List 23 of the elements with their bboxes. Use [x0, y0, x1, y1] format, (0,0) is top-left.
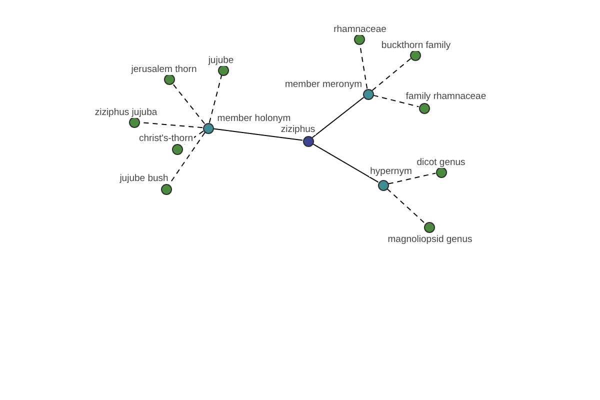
connector-line — [312, 143, 379, 183]
node-label: jujube — [207, 55, 235, 66]
node-label: magnoliopsid genus — [386, 234, 474, 245]
node-label: buckthorn family — [380, 40, 452, 51]
node-label: member holonym — [216, 113, 292, 124]
dashed-connector — [386, 188, 426, 224]
node-label: rhamnaceae — [332, 24, 388, 35]
node-label: member meronym — [284, 79, 364, 90]
node-label: hypernym — [369, 166, 413, 177]
connector-line — [213, 128, 303, 141]
dashed-connector — [388, 172, 436, 184]
dashed-connector — [372, 94, 420, 108]
dashed-connector — [208, 74, 222, 124]
dashed-connector — [172, 82, 206, 124]
node-label: jerusalem thorn — [130, 64, 198, 75]
node-label: ziziphus jujuba — [94, 107, 158, 118]
connector-line — [312, 96, 364, 138]
node-label: jujube bush — [118, 173, 170, 184]
node-label: dicot genus — [416, 157, 466, 168]
node-label: ziziphus — [280, 124, 316, 135]
dashed-connector — [372, 58, 412, 91]
node-label: christ's-thorn — [138, 133, 194, 144]
node-label: family rhamnaceae — [404, 91, 488, 102]
